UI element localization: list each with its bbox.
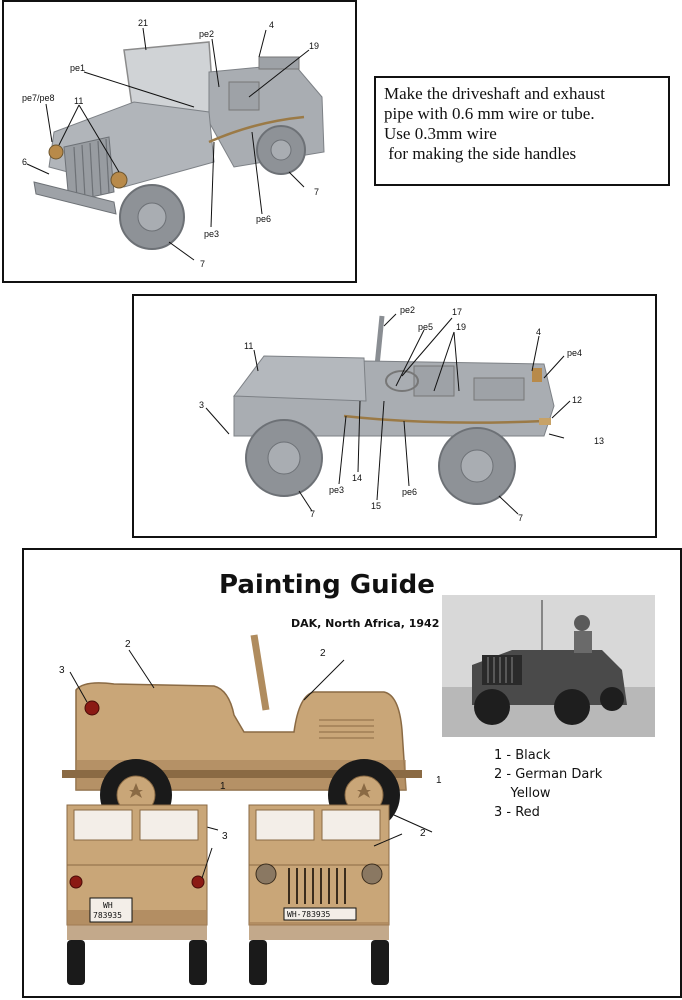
legend-item-dark-yellow-cont: Yellow xyxy=(494,786,551,801)
callout-pe6: pe6 xyxy=(402,487,418,497)
painting-guide-subtitle: DAK, North Africa, 1942 xyxy=(291,617,440,630)
callout-19: 19 xyxy=(456,322,467,332)
rear-plate-line-2: 783935 xyxy=(93,911,122,920)
callout-pe2: pe2 xyxy=(199,29,215,39)
callout-14: 14 xyxy=(352,473,363,483)
reference-photo xyxy=(442,595,655,737)
callout-7-rear: 7 xyxy=(518,513,524,523)
painting-guide-panel: Painting Guide DAK, North Africa, 1942 2… xyxy=(22,548,682,998)
assembly-panel-2: pe2 17 pe5 19 4 pe4 11 3 12 13 14 pe3 15… xyxy=(132,294,657,538)
legend-item-red: 3 - Red xyxy=(494,805,540,820)
color-legend: 1 - Black 2 - German Dark Yellow 3 - Red xyxy=(494,746,602,822)
callout-pe7-pe8: pe7/pe8 xyxy=(22,93,55,103)
jeep-model-view-1 xyxy=(26,27,325,261)
side-callout-1-front-tire: 1 xyxy=(436,775,442,786)
side-callout-2-hood: 2 xyxy=(320,648,326,659)
callout-7-front: 7 xyxy=(310,509,316,519)
callout-4: 4 xyxy=(536,327,542,337)
callout-21: 21 xyxy=(138,18,149,28)
jeep-model-view-2 xyxy=(205,313,571,515)
side-callout-3-reflector: 3 xyxy=(59,665,65,676)
callout-pe5: pe5 xyxy=(418,322,434,332)
callout-4: 4 xyxy=(269,20,275,30)
assembly-panel-1: 21 pe2 4 19 pe1 pe7/pe8 11 6 pe3 pe6 7 7 xyxy=(2,0,357,283)
callout-15: 15 xyxy=(371,501,382,511)
callout-3: 3 xyxy=(199,400,205,410)
assembly-note: Make the driveshaft and exhaust pipe wit… xyxy=(374,76,670,186)
callout-17: 17 xyxy=(452,307,463,317)
front-plate: WH-783935 xyxy=(287,910,331,919)
callout-pe1: pe1 xyxy=(70,63,86,73)
callout-7-front: 7 xyxy=(200,259,206,269)
legend-item-dark-yellow: 2 - German Dark xyxy=(494,767,603,782)
callout-pe6: pe6 xyxy=(256,214,272,224)
jeep-rear-view: WH 783935 xyxy=(66,804,213,985)
callout-13: 13 xyxy=(594,436,605,446)
callout-pe3: pe3 xyxy=(329,485,345,495)
callout-pe3: pe3 xyxy=(204,229,220,239)
note-line-4: for making the side handles xyxy=(384,144,577,163)
callout-11: 11 xyxy=(74,96,84,106)
callout-7-rear: 7 xyxy=(314,187,320,197)
callout-11: 11 xyxy=(244,341,254,351)
callout-pe2: pe2 xyxy=(400,305,416,315)
painting-guide-title: Painting Guide xyxy=(219,570,435,600)
note-line-2: pipe with 0.6 mm wire or tube. xyxy=(384,104,595,123)
jeep-front-view: WH-783935 xyxy=(248,804,403,985)
callout-12: 12 xyxy=(572,395,583,405)
note-line-1: Make the driveshaft and exhaust xyxy=(384,84,605,103)
callout-19: 19 xyxy=(309,41,320,51)
callout-6: 6 xyxy=(22,157,28,167)
rear-callout-3: 3 xyxy=(222,831,228,842)
legend-item-black: 1 - Black xyxy=(494,748,551,763)
side-callout-2-body: 2 xyxy=(125,639,131,650)
callout-pe4: pe4 xyxy=(567,348,583,358)
side-callout-1-rear-tire: 1 xyxy=(220,781,226,792)
note-line-3: Use 0.3mm wire xyxy=(384,124,497,143)
rear-plate-line-1: WH xyxy=(103,901,113,910)
front-callout-2: 2 xyxy=(420,828,426,839)
